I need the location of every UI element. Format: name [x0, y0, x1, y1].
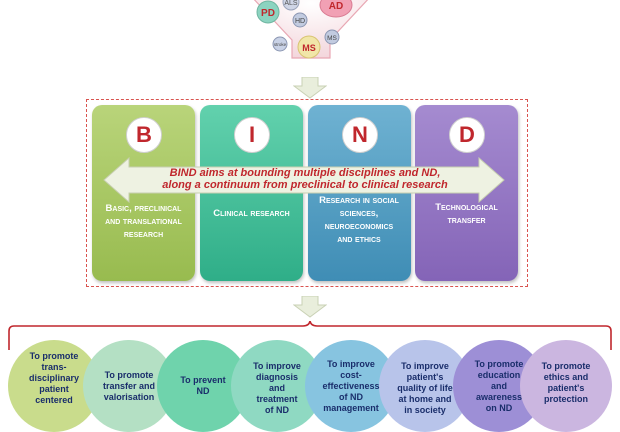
ms-bubble-large	[297, 35, 321, 59]
goal-text-2: To promote transfer and valorisation	[102, 370, 155, 402]
letter-n: N	[342, 117, 378, 153]
als-bubble	[282, 0, 300, 11]
pillar-d-text: Technological transfer	[435, 202, 498, 226]
pillar-n-text: Research in social sciences, neuroeconom…	[319, 195, 399, 245]
ad-label: AD	[329, 1, 343, 12]
goals-bracket	[8, 321, 612, 350]
continuum-arrow	[103, 157, 505, 203]
banner-line-2: along a continuum from preclinical to cl…	[162, 179, 448, 191]
letter-i: I	[234, 117, 270, 153]
letter-b: B	[126, 117, 162, 153]
down-arrow-bottom	[293, 296, 327, 318]
goal-text-4: To improve diagnosis and treatment of ND	[253, 361, 301, 415]
ms-label-small: MS	[327, 35, 337, 42]
goal-text-6: To improve patient's quality of life at …	[397, 361, 453, 415]
down-arrow-top	[293, 77, 327, 99]
goal-text-3: To prevent ND	[180, 375, 226, 396]
pd-label: PD	[261, 8, 275, 19]
als-label: ALS	[284, 0, 298, 7]
goal-text-8: To promote ethics and patient's protecti…	[541, 361, 591, 404]
pillar-b-text: Basic, preclinical and translational res…	[105, 203, 182, 240]
hd-label: HD	[295, 18, 305, 25]
stroke-label: stroke	[274, 42, 287, 47]
goal-text-5: To improve cost- effectiveness of ND man…	[322, 359, 380, 413]
disease-funnel: PD ALS AD HD stroke MS MS	[253, 0, 369, 59]
letter-d: D	[449, 117, 485, 153]
banner-line-1: BIND aims at bounding multiple disciplin…	[169, 167, 441, 179]
bind-frame	[86, 99, 528, 287]
goal-text-1: To promote trans- disciplinary patient c…	[28, 351, 80, 405]
ms-label-large: MS	[302, 43, 316, 53]
ms-bubble-small	[324, 29, 340, 45]
pillar-i-text: Clinical research	[213, 208, 290, 219]
hd-bubble	[292, 12, 308, 28]
ad-bubble	[319, 0, 353, 18]
stroke-bubble	[272, 36, 288, 52]
pd-bubble	[256, 0, 280, 24]
